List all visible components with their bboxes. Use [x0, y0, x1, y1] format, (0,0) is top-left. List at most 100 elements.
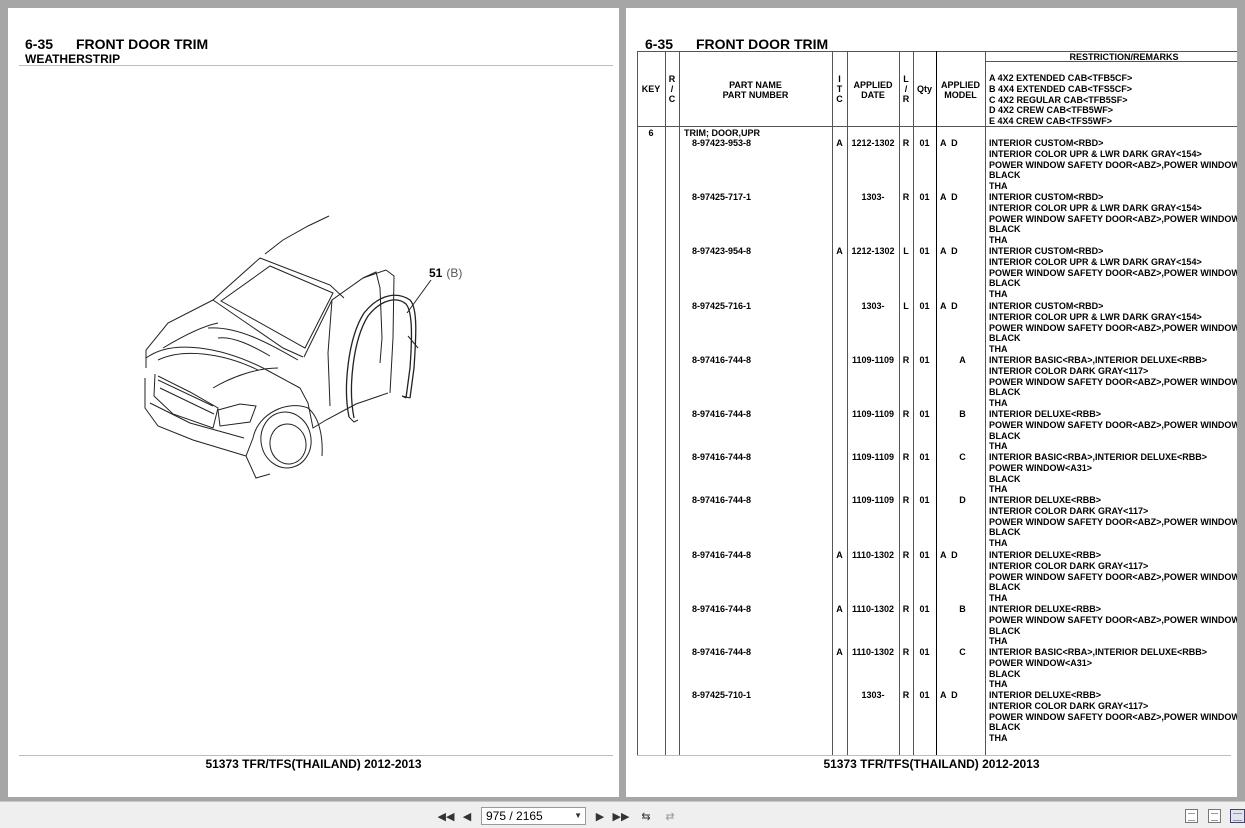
- remarks: INTERIOR DELUXE<RBB>INTERIOR COLOR DARK …: [989, 690, 1237, 744]
- remark-line: POWER WINDOW SAFETY DOOR<ABZ>,POWER WIND…: [989, 213, 1237, 224]
- qty-value: 01: [919, 604, 930, 614]
- remark-line: INTERIOR DELUXE<RBB>: [989, 604, 1102, 614]
- itc-value: A: [836, 138, 843, 148]
- remark-line: INTERIOR DELUXE<RBB>: [989, 409, 1102, 419]
- remark-line: POWER WINDOW SAFETY DOOR<ABZ>,POWER WIND…: [989, 267, 1237, 278]
- remark-line: THA: [989, 344, 1008, 355]
- applied-date: 1109-1109: [851, 452, 895, 462]
- remark-line: THA: [989, 235, 1008, 246]
- diagram-subtitle: WEATHERSTRIP: [25, 52, 121, 66]
- page-number-input[interactable]: 975 / 2165 ▼: [481, 807, 586, 825]
- qty-value: 01: [919, 690, 930, 700]
- remark-line: POWER WINDOW SAFETY DOOR<ABZ>,POWER WIND…: [989, 614, 1237, 625]
- col-header-restriction: RESTRICTION/REMARKS: [1069, 52, 1179, 62]
- remark-line: THA: [989, 679, 1008, 690]
- remarks: INTERIOR CUSTOM<RBD>INTERIOR COLOR UPR &…: [989, 138, 1237, 192]
- col-header-applied-date: APPLIED DATE: [853, 80, 893, 100]
- remark-line: BLACK: [989, 582, 1021, 593]
- remark-line: BLACK: [989, 278, 1021, 289]
- remark-line: BLACK: [989, 430, 1021, 441]
- remark-line: POWER WINDOW<A31>: [989, 462, 1093, 473]
- applied-date: 1110-1302: [851, 604, 895, 614]
- first-page-icon[interactable]: ◀◀: [437, 810, 455, 823]
- lr-value: L: [903, 301, 909, 311]
- applied-model: B: [959, 409, 966, 419]
- remark-line: THA: [989, 441, 1008, 452]
- remark-line: THA: [989, 398, 1008, 409]
- remark-line: BLACK: [989, 224, 1021, 235]
- model-legend-item: B 4X4 EXTENDED CAB<TFS5CF>: [989, 83, 1133, 94]
- model-legend-item: D 4X2 CREW CAB<TFB5WF>: [989, 105, 1114, 116]
- remark-line: INTERIOR COLOR UPR & LWR DARK GRAY<154>: [989, 311, 1202, 322]
- part-number: 8-97416-744-8: [692, 550, 752, 560]
- remark-line: THA: [989, 636, 1008, 647]
- qty-value: 01: [919, 550, 930, 560]
- remark-line: BLACK: [989, 170, 1021, 181]
- remarks: INTERIOR CUSTOM<RBD>INTERIOR COLOR UPR &…: [989, 301, 1237, 355]
- section-title: FRONT DOOR TRIM: [696, 36, 829, 52]
- facing-pages-view-icon[interactable]: [1230, 809, 1245, 823]
- qty-value: 01: [919, 409, 930, 419]
- single-page-view-icon[interactable]: [1185, 809, 1198, 823]
- qty-value: 01: [919, 647, 930, 657]
- page-footer: 51373 TFR/TFS(THAILAND) 2012-2013: [823, 757, 1040, 771]
- applied-model: D: [959, 495, 966, 505]
- forward-view-icon[interactable]: ⇄: [665, 810, 675, 823]
- remark-line: BLACK: [989, 625, 1021, 636]
- col-header-key: KEY: [641, 84, 661, 94]
- restriction-header-rule: [985, 61, 1237, 62]
- callout-label: 51(B): [429, 266, 462, 280]
- lr-value: R: [902, 604, 910, 614]
- last-page-icon[interactable]: ▶▶: [612, 810, 630, 823]
- qty-value: 01: [919, 192, 930, 202]
- part-number: 8-97416-744-8: [692, 452, 752, 462]
- chevron-down-icon[interactable]: ▼: [574, 811, 582, 820]
- remark-line: INTERIOR COLOR UPR & LWR DARK GRAY<154>: [989, 202, 1202, 213]
- back-view-icon[interactable]: ⇆: [641, 810, 651, 823]
- next-page-icon[interactable]: ▶: [595, 810, 605, 823]
- remark-line: INTERIOR COLOR DARK GRAY<117>: [989, 700, 1149, 711]
- section-number: 6-35: [25, 36, 54, 52]
- remarks: INTERIOR CUSTOM<RBD>INTERIOR COLOR UPR &…: [989, 246, 1237, 300]
- applied-date: 1109-1109: [851, 409, 895, 419]
- part-number: 8-97423-954-8: [692, 246, 752, 256]
- remarks: INTERIOR BASIC<RBA>,INTERIOR DELUXE<RBB>…: [989, 647, 1207, 690]
- remarks: INTERIOR DELUXE<RBB>POWER WINDOW SAFETY …: [989, 604, 1237, 647]
- table-top-rule: [637, 51, 1237, 52]
- remark-line: POWER WINDOW SAFETY DOOR<ABZ>,POWER WIND…: [989, 159, 1237, 170]
- continuous-view-icon[interactable]: [1208, 809, 1221, 823]
- part-number: 8-97425-716-1: [692, 301, 752, 311]
- applied-model: A D: [940, 138, 958, 148]
- col-header-applied-model: APPLIED MODEL: [940, 80, 980, 100]
- applied-model: A D: [940, 550, 958, 560]
- header-rule: [19, 65, 613, 66]
- col-header-part-name: PART NAME: [729, 80, 782, 90]
- remark-line: INTERIOR BASIC<RBA>,INTERIOR DELUXE<RBB>: [989, 355, 1208, 365]
- footer-rule: [637, 755, 1231, 756]
- remark-line: INTERIOR COLOR UPR & LWR DARK GRAY<154>: [989, 148, 1202, 159]
- remark-line: THA: [989, 538, 1008, 549]
- applied-date: 1109-1109: [851, 495, 895, 505]
- lr-value: R: [902, 355, 910, 365]
- remark-line: INTERIOR DELUXE<RBB>: [989, 495, 1102, 505]
- applied-date: 1212-1302: [851, 138, 895, 148]
- qty-value: 01: [919, 355, 930, 365]
- remarks: INTERIOR DELUXE<RBB>INTERIOR COLOR DARK …: [989, 495, 1237, 549]
- previous-page-icon[interactable]: ◀: [462, 810, 472, 823]
- qty-value: 01: [919, 452, 930, 462]
- remarks: INTERIOR CUSTOM<RBD>INTERIOR COLOR UPR &…: [989, 192, 1237, 246]
- page-indicator: 975 / 2165: [486, 809, 543, 823]
- viewer-toolbar: ◀◀ ◀ 975 / 2165 ▼ ▶ ▶▶ ⇆ ⇄: [0, 801, 1245, 828]
- remark-line: POWER WINDOW<A31>: [989, 657, 1093, 668]
- part-name-value: TRIM; DOOR,UPR: [684, 128, 760, 138]
- applied-model: A: [959, 355, 966, 365]
- remark-line: THA: [989, 181, 1008, 192]
- applied-model: C: [959, 647, 966, 657]
- itc-value: A: [836, 604, 843, 614]
- applied-date: 1303-: [861, 301, 885, 311]
- applied-model: A D: [940, 192, 958, 202]
- part-number: 8-97416-744-8: [692, 604, 752, 614]
- remark-line: BLACK: [989, 527, 1021, 538]
